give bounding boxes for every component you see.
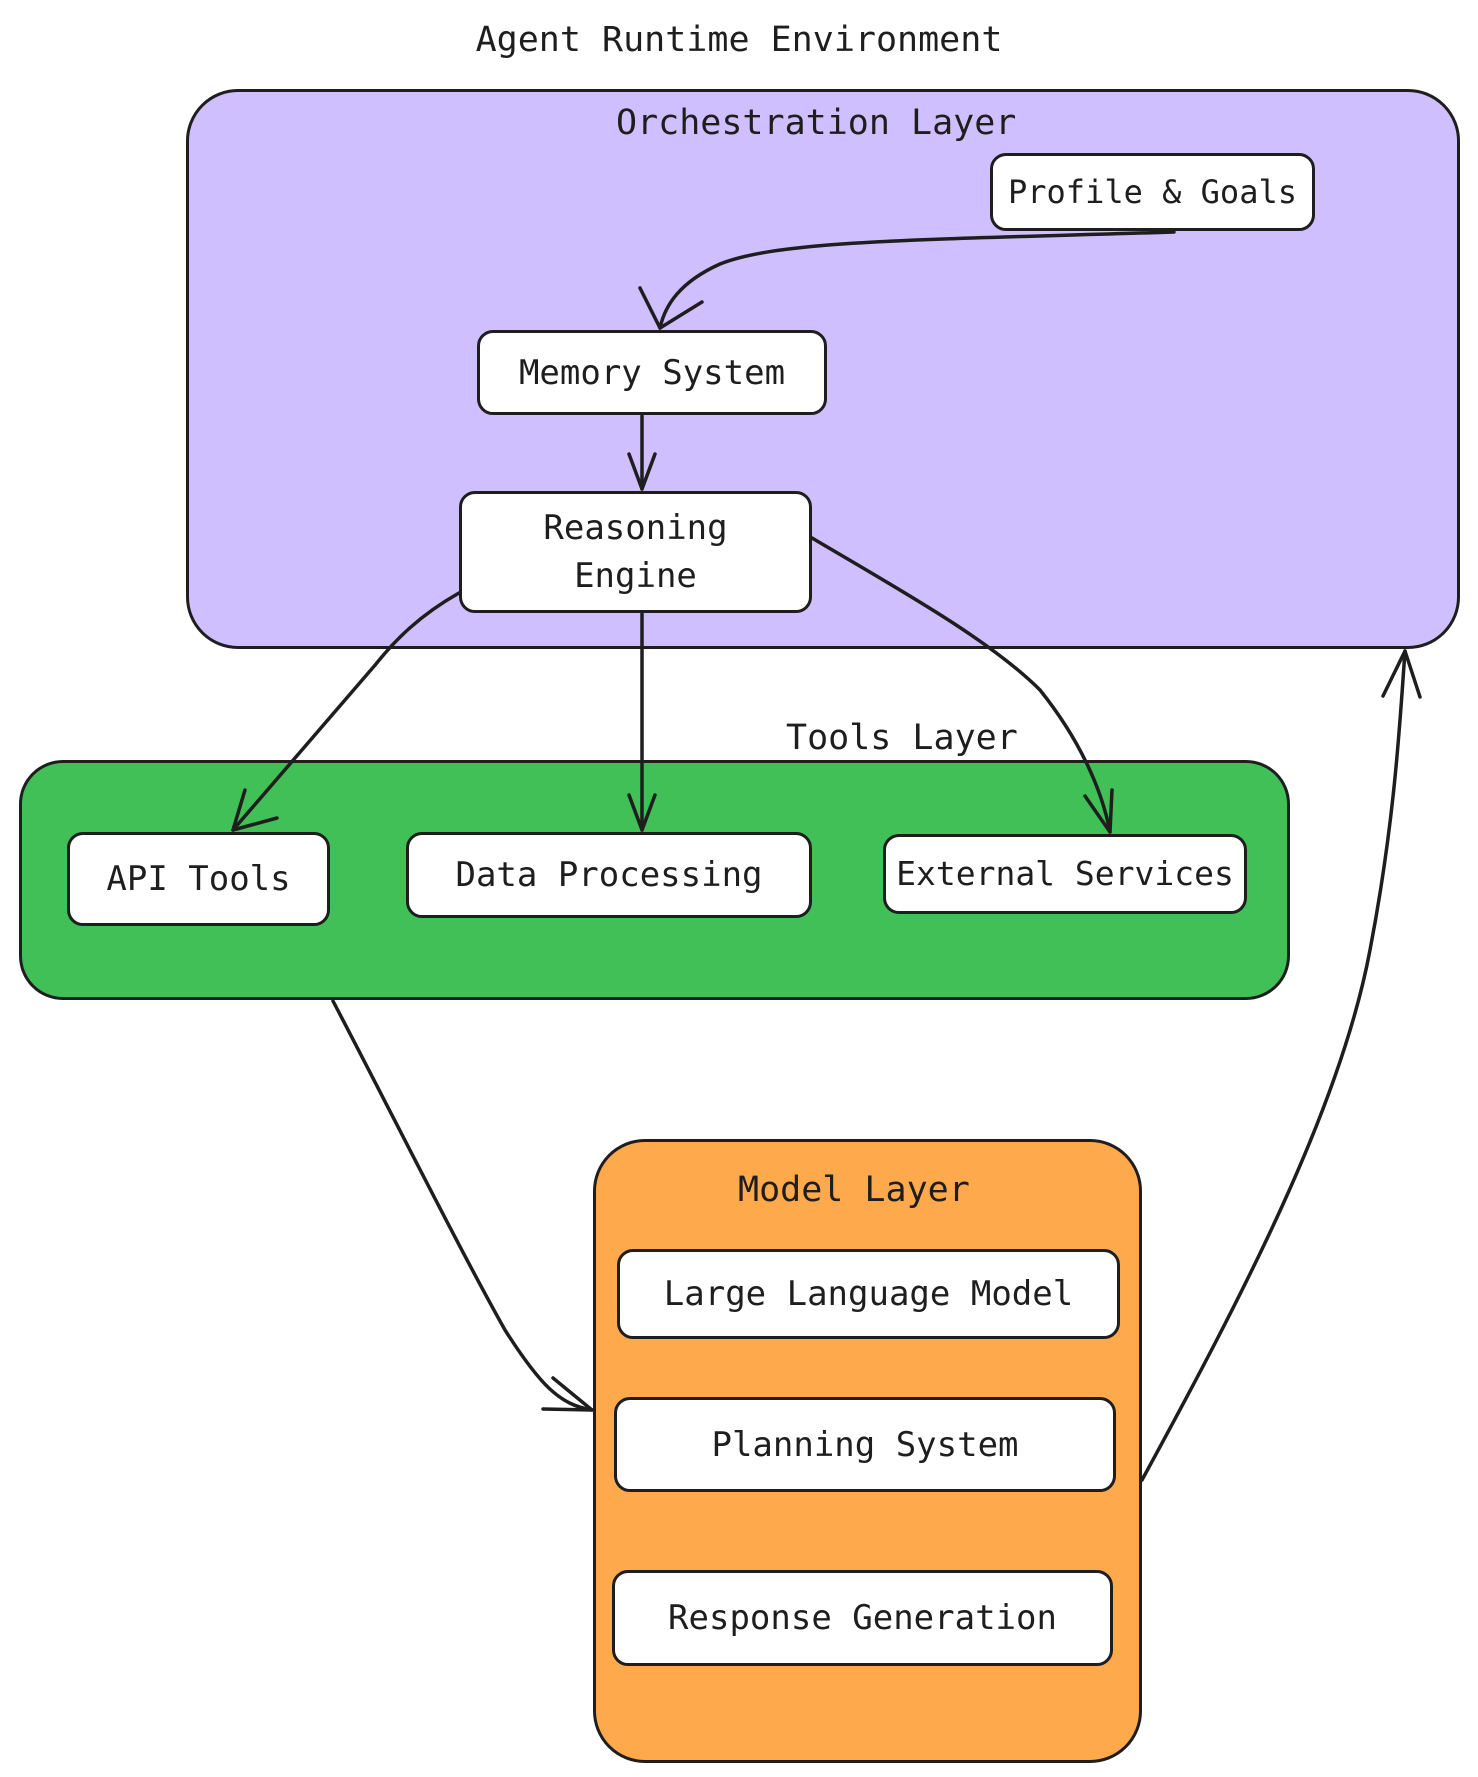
edge-tools-to-model xyxy=(331,999,594,1412)
tools-layer-label: Tools Layer xyxy=(786,718,1018,758)
memory-system-node[interactable]: Memory System xyxy=(477,330,827,415)
planning-system-node[interactable]: Planning System xyxy=(614,1397,1116,1492)
profile-goals-node[interactable]: Profile & Goals xyxy=(990,153,1315,231)
diagram-title: Agent Runtime Environment xyxy=(475,20,1003,60)
orchestration-layer-label: Orchestration Layer xyxy=(616,103,1017,143)
api-tools-node[interactable]: API Tools xyxy=(67,832,330,926)
data-processing-node[interactable]: Data Processing xyxy=(406,832,812,918)
external-services-node[interactable]: External Services xyxy=(883,834,1247,914)
response-generation-node[interactable]: Response Generation xyxy=(612,1570,1113,1666)
edge-model-to-orchestration-arrowhead xyxy=(1381,649,1422,699)
large-language-model-node[interactable]: Large Language Model xyxy=(617,1249,1120,1339)
edge-tools-to-model-arrowhead xyxy=(541,1376,594,1412)
reasoning-engine-node[interactable]: Reasoning Engine xyxy=(459,491,812,613)
model-layer-label: Model Layer xyxy=(738,1170,970,1210)
